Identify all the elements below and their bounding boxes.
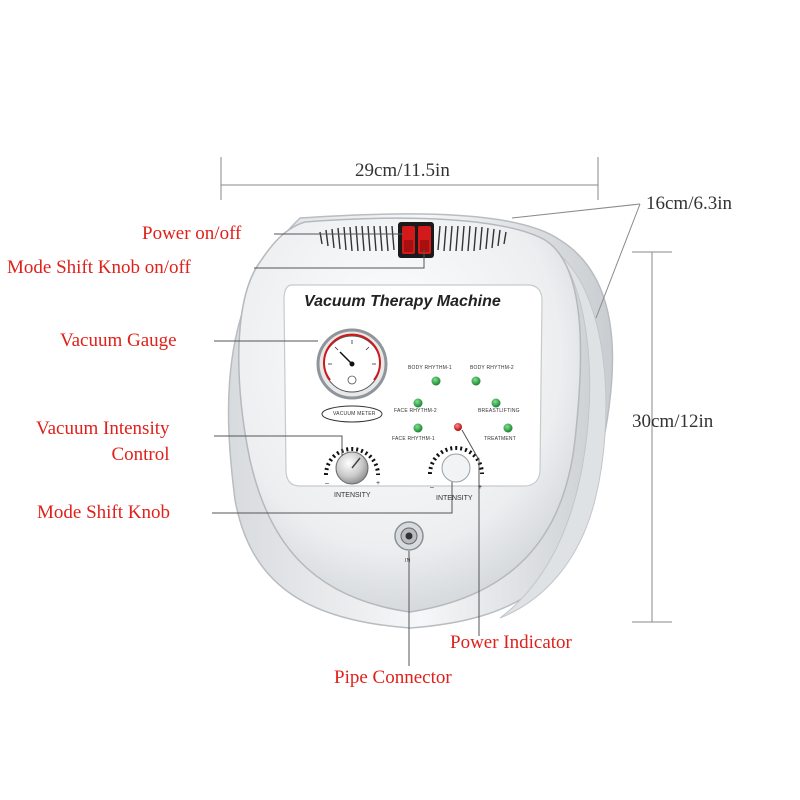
- mode-label-breastlifting: BREASTLIFTING: [478, 408, 520, 414]
- inlet-label: IN: [405, 558, 411, 564]
- led-treatment: [503, 423, 513, 433]
- intensity-plus-left: +: [376, 480, 381, 487]
- width-dimension-label: 29cm/11.5in: [355, 160, 450, 181]
- vent-right: [437, 225, 507, 252]
- callout-mode-shift-onoff: Mode Shift Knob on/off: [7, 257, 191, 278]
- led-face-rhythm-2: [413, 398, 423, 408]
- intensity-label-right: INTENSITY: [436, 495, 473, 502]
- mode-leds: [413, 376, 513, 433]
- pipe-connector-icon: [394, 521, 424, 551]
- mode-label-treatment: TREATMENT: [484, 436, 516, 442]
- height-dimension-line: [632, 251, 672, 623]
- mode-label-face-rhythm-1: FACE RHYTHM-1: [392, 436, 435, 442]
- depth-dimension-line: [511, 203, 641, 319]
- intensity-label-left: INTENSITY: [334, 492, 371, 499]
- intensity-control-knob: [324, 447, 380, 485]
- callout-leaders: [212, 233, 480, 666]
- depth-dimension-label: 16cm/6.3in: [646, 193, 733, 214]
- led-body-rhythm-2: [471, 376, 481, 386]
- control-panel: [283, 284, 543, 487]
- mode-shift-knob: [428, 446, 484, 483]
- vacuum-gauge-icon: [316, 328, 388, 400]
- intensity-plus-right: +: [478, 484, 483, 491]
- panel-title: Vacuum Therapy Machine: [304, 293, 501, 310]
- led-face-rhythm-1: [413, 423, 423, 433]
- intensity-minus-right: –: [430, 484, 434, 491]
- callout-mode-shift-knob: Mode Shift Knob: [37, 502, 170, 523]
- callout-power-onoff: Power on/off: [142, 223, 242, 244]
- callout-vacuum-intensity-line1: Vacuum Intensity: [36, 418, 170, 439]
- rocker-switch-housing: [398, 222, 434, 258]
- width-dimension-line: [220, 157, 599, 200]
- callout-power-indicator: Power Indicator: [450, 632, 572, 653]
- intensity-minus-left: –: [325, 480, 329, 487]
- height-dimension-label: 30cm/12in: [632, 411, 714, 432]
- mode-label-body-rhythm-1: BODY RHYTHM-1: [408, 365, 452, 371]
- callout-vacuum-gauge: Vacuum Gauge: [60, 330, 177, 351]
- vacuum-meter-badge: [321, 405, 383, 423]
- callout-pipe-connector: Pipe Connector: [334, 667, 452, 688]
- device-side-bulge: [499, 254, 607, 619]
- led-body-rhythm-1: [431, 376, 441, 386]
- power-indicator-led: [454, 423, 462, 431]
- callout-vacuum-intensity-line2: Control: [111, 444, 170, 465]
- mode-label-face-rhythm-2: FACE RHYTHM-2: [394, 408, 437, 414]
- callout-vacuum-intensity: Vacuum Intensity Control: [36, 416, 170, 468]
- vacuum-meter-label: VACUUM METER: [333, 411, 376, 417]
- vent-left: [319, 225, 395, 252]
- led-breastlifting: [491, 398, 501, 408]
- mode-label-body-rhythm-2: BODY RHYTHM-2: [470, 365, 514, 371]
